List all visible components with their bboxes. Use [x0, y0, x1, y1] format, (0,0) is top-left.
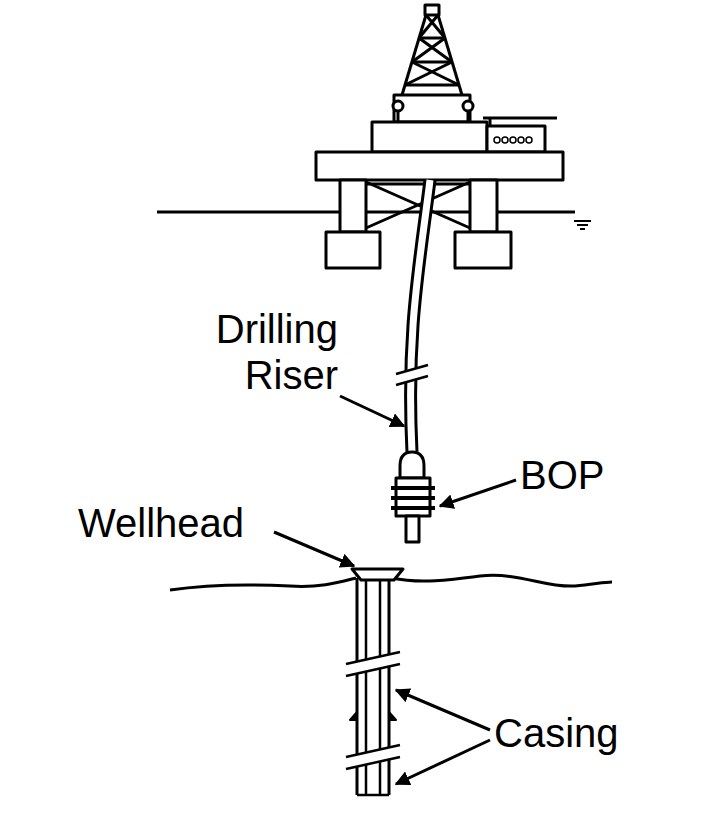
water-symbol: [574, 221, 591, 229]
deck-house: [372, 101, 487, 152]
leader-arrow: [340, 396, 404, 426]
callout-label: BOP: [520, 452, 604, 498]
casing-strings: [346, 578, 400, 795]
leader-arrow: [396, 740, 490, 784]
wellhead: [352, 569, 403, 580]
leader-arrow: [440, 480, 516, 506]
callout-label: Drilling Riser: [208, 306, 338, 398]
callout-label: Wellhead: [78, 500, 244, 546]
leader-arrows: [274, 396, 516, 784]
accommodation-block: [483, 118, 557, 152]
callout-label: Casing: [494, 710, 619, 756]
leader-arrow: [274, 532, 354, 566]
main-deck: [316, 152, 563, 180]
drilling-riser: [396, 180, 430, 452]
bop-stack: [391, 452, 435, 542]
leader-arrow: [396, 690, 490, 730]
bracing: [366, 182, 470, 228]
derrick: [394, 5, 470, 122]
